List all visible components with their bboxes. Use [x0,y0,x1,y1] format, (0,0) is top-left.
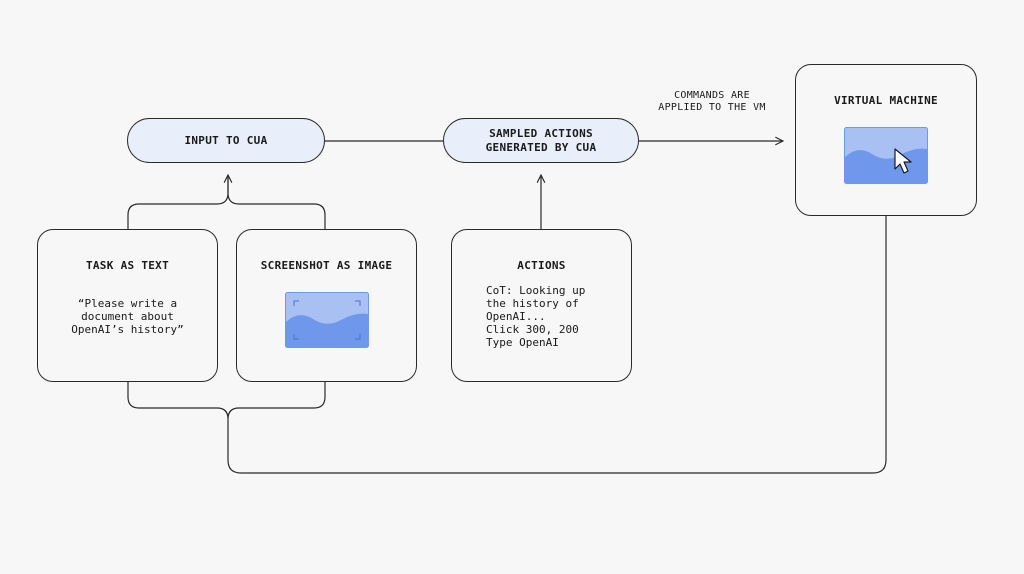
task-as-text-body: “Please write a document about OpenAI’s … [71,297,184,336]
brace-bottom [127,382,326,420]
screenshot-as-image-node: SCREENSHOT AS IMAGE [236,229,417,382]
input-to-cua-label: INPUT TO CUA [184,133,268,147]
sampled-actions-node: SAMPLED ACTIONS GENERATED BY CUA [443,118,639,163]
input-to-cua-node: INPUT TO CUA [127,118,325,163]
sampled-actions-label-line1: SAMPLED ACTIONS [489,126,593,140]
brace-top-to-input [127,176,326,229]
edge-vm-loop-back [227,216,887,474]
virtual-machine-title: VIRTUAL MACHINE [834,94,938,107]
screenshot-as-image-title: SCREENSHOT AS IMAGE [260,259,393,272]
actions-node: ACTIONS CoT: Looking up the history of O… [451,229,632,382]
commands-label-line1: COMMANDS ARE [674,90,750,101]
commands-label: COMMANDS ARE APPLIED TO THE VM [640,90,784,114]
virtual-machine-node: VIRTUAL MACHINE [795,64,977,216]
image-icon [285,292,369,348]
cursor-icon [894,148,912,174]
actions-body: CoT: Looking up the history of OpenAI...… [486,284,586,349]
task-as-text-title: TASK AS TEXT [85,259,170,272]
task-as-text-node: TASK AS TEXT “Please write a document ab… [37,229,218,382]
sampled-actions-label-line2: GENERATED BY CUA [485,140,597,154]
commands-label-line2: APPLIED TO THE VM [658,102,766,113]
actions-title: ACTIONS [517,259,566,272]
vm-screen-icon [844,127,928,184]
